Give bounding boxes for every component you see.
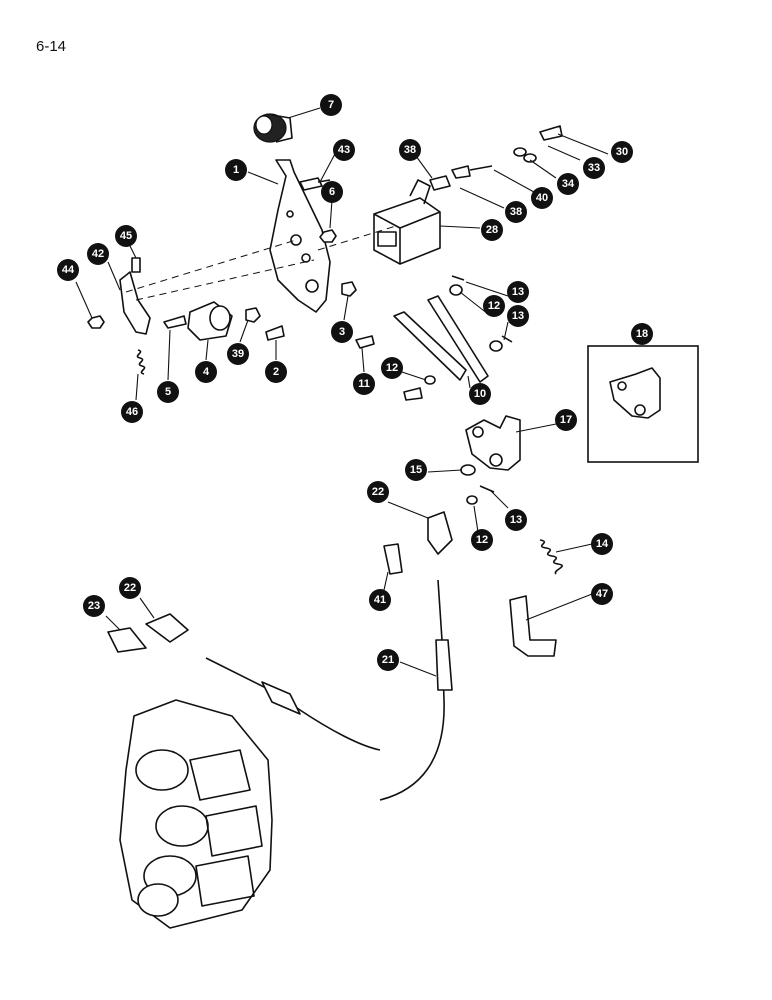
svg-text:28: 28 [486, 224, 498, 236]
svg-text:6: 6 [329, 186, 335, 198]
alignment-line [125, 239, 297, 293]
svg-text:33: 33 [588, 162, 600, 174]
callout: 43 [333, 139, 355, 161]
svg-text:38: 38 [510, 206, 522, 218]
callout: 14 [591, 533, 613, 555]
part-control-valve [119, 699, 273, 929]
svg-text:45: 45 [120, 230, 132, 242]
callout: 12 [483, 295, 505, 317]
callout: 33 [583, 157, 605, 179]
callout: 5 [157, 381, 179, 403]
part-bellcrank [465, 415, 521, 471]
callout: 38 [505, 201, 527, 223]
svg-text:39: 39 [232, 348, 244, 360]
callout: 38 [399, 139, 421, 161]
svg-text:18: 18 [636, 328, 648, 340]
svg-text:22: 22 [372, 486, 384, 498]
part-pivot-boss [163, 281, 357, 341]
callout: 10 [469, 383, 491, 405]
callout: 13 [507, 305, 529, 327]
leader-lines [75, 107, 609, 677]
svg-text:40: 40 [536, 192, 548, 204]
callout: 12 [381, 357, 403, 379]
callout: 3 [331, 321, 353, 343]
svg-text:22: 22 [124, 582, 136, 594]
callout: 6 [321, 181, 343, 203]
callout: 47 [591, 583, 613, 605]
svg-text:23: 23 [88, 600, 100, 612]
callout: 40 [531, 187, 553, 209]
callout: 23 [83, 595, 105, 617]
svg-text:11: 11 [358, 378, 370, 390]
part-detent-lever [87, 257, 151, 375]
svg-text:13: 13 [512, 286, 524, 298]
callout: 1 [225, 159, 247, 181]
svg-text:4: 4 [203, 366, 210, 378]
svg-text:41: 41 [374, 594, 386, 606]
callout: 45 [115, 225, 137, 247]
alignment-line [135, 259, 315, 301]
callout: 22 [367, 481, 389, 503]
svg-text:12: 12 [386, 362, 398, 374]
callout: 4 [195, 361, 217, 383]
part-spring-bracket [509, 539, 563, 657]
svg-text:21: 21 [382, 654, 394, 666]
callout: 13 [507, 281, 529, 303]
svg-text:34: 34 [562, 178, 575, 190]
part-knob [253, 113, 293, 143]
svg-text:17: 17 [560, 414, 572, 426]
callout: 44 [57, 259, 79, 281]
part-clevis-hardware [383, 464, 495, 575]
svg-text:12: 12 [488, 300, 500, 312]
svg-text:47: 47 [596, 588, 608, 600]
part-cable [107, 579, 453, 801]
part-lever-plate [269, 159, 331, 313]
part-fittings [429, 125, 563, 191]
callout: 18 [631, 323, 653, 345]
page-number: 6-14 [36, 38, 67, 55]
callout: 42 [87, 243, 109, 265]
callout: 7 [320, 94, 342, 116]
svg-text:44: 44 [62, 264, 75, 276]
callout: 15 [405, 459, 427, 481]
part-nut-6 [319, 229, 337, 243]
callout: 11 [353, 373, 375, 395]
svg-text:1: 1 [233, 164, 239, 176]
svg-text:14: 14 [596, 538, 609, 550]
svg-text:10: 10 [474, 388, 486, 400]
svg-text:30: 30 [616, 146, 628, 158]
callout: 12 [471, 529, 493, 551]
svg-text:13: 13 [512, 310, 524, 322]
svg-text:7: 7 [328, 99, 334, 111]
svg-text:15: 15 [410, 464, 422, 476]
part-links [355, 275, 513, 401]
callout: 46 [121, 401, 143, 423]
part-bolt-43 [299, 177, 331, 191]
callout: 34 [557, 173, 579, 195]
callout: 22 [119, 577, 141, 599]
callout: 2 [265, 361, 287, 383]
callout: 17 [555, 409, 577, 431]
inset-box [587, 345, 699, 463]
part-switch-block [373, 179, 441, 265]
alignment-line [317, 225, 397, 251]
callout: 13 [505, 509, 527, 531]
svg-text:38: 38 [404, 144, 416, 156]
svg-text:13: 13 [510, 514, 522, 526]
svg-text:46: 46 [126, 406, 138, 418]
callout: 39 [227, 343, 249, 365]
callout: 28 [481, 219, 503, 241]
callout: 30 [611, 141, 633, 163]
callout: 21 [377, 649, 399, 671]
svg-text:2: 2 [273, 366, 279, 378]
svg-text:5: 5 [165, 386, 171, 398]
svg-text:43: 43 [338, 144, 350, 156]
svg-text:3: 3 [339, 326, 345, 338]
svg-text:42: 42 [92, 248, 104, 260]
svg-text:12: 12 [476, 534, 488, 546]
callout: 41 [369, 589, 391, 611]
